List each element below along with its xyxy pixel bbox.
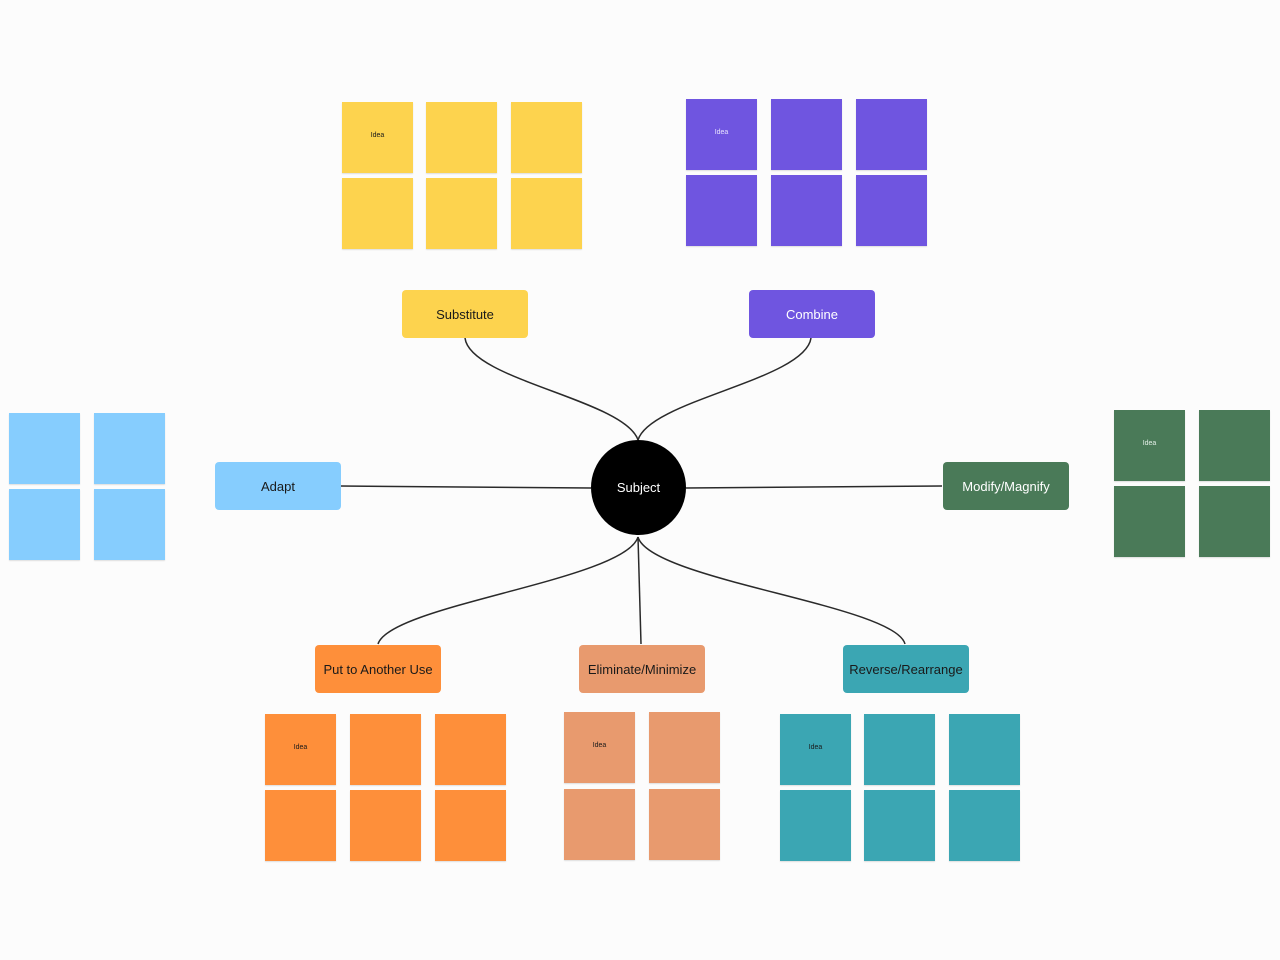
sticky-note[interactable] — [265, 790, 336, 861]
sticky-note[interactable] — [94, 489, 165, 560]
sticky-note[interactable] — [9, 413, 80, 484]
sticky-note-text: Idea — [1142, 440, 1157, 447]
sticky-note[interactable] — [856, 175, 927, 246]
branch-node-modify[interactable]: Modify/Magnify — [943, 462, 1069, 510]
sticky-note[interactable] — [350, 790, 421, 861]
sticky-note[interactable] — [435, 714, 506, 785]
sticky-note[interactable]: Idea — [686, 99, 757, 170]
sticky-note[interactable] — [426, 102, 497, 173]
branch-node-eliminate[interactable]: Eliminate/Minimize — [579, 645, 705, 693]
connector-eliminate — [637, 536, 642, 645]
sticky-note[interactable] — [511, 102, 582, 173]
connector-modify — [685, 485, 943, 489]
sticky-note[interactable]: Idea — [265, 714, 336, 785]
branch-label-put-to-another-use: Put to Another Use — [323, 661, 433, 677]
sticky-note[interactable] — [949, 714, 1020, 785]
sticky-note-text: Idea — [592, 742, 607, 749]
sticky-note[interactable] — [1114, 486, 1185, 557]
sticky-note[interactable] — [435, 790, 506, 861]
sticky-note-text: Idea — [808, 744, 823, 751]
branch-node-reverse[interactable]: Reverse/Rearrange — [843, 645, 969, 693]
sticky-note[interactable] — [350, 714, 421, 785]
sticky-note[interactable] — [564, 789, 635, 860]
sticky-note[interactable] — [511, 178, 582, 249]
sticky-note-text: Idea — [370, 132, 385, 139]
branch-node-put-to-another-use[interactable]: Put to Another Use — [315, 645, 441, 693]
sticky-note[interactable] — [1199, 410, 1270, 481]
branch-label-combine: Combine — [785, 306, 839, 322]
sticky-note-text: Idea — [714, 129, 729, 136]
sticky-note[interactable] — [949, 790, 1020, 861]
sticky-note[interactable]: Idea — [342, 102, 413, 173]
connector-adapt — [339, 485, 592, 489]
sticky-note[interactable] — [771, 175, 842, 246]
subject-node[interactable]: Subject — [591, 440, 686, 535]
sticky-note[interactable] — [94, 413, 165, 484]
sticky-note[interactable]: Idea — [780, 714, 851, 785]
sticky-note[interactable] — [780, 790, 851, 861]
branch-node-combine[interactable]: Combine — [749, 290, 875, 338]
sticky-note[interactable]: Idea — [564, 712, 635, 783]
connector-reverse — [637, 536, 906, 645]
subject-label: Subject — [616, 480, 661, 495]
sticky-note[interactable] — [9, 489, 80, 560]
sticky-note[interactable] — [1199, 486, 1270, 557]
sticky-note[interactable] — [686, 175, 757, 246]
sticky-note[interactable] — [342, 178, 413, 249]
sticky-note[interactable] — [649, 712, 720, 783]
sticky-note[interactable] — [771, 99, 842, 170]
branch-label-reverse: Reverse/Rearrange — [849, 661, 963, 677]
sticky-note[interactable] — [864, 714, 935, 785]
sticky-note[interactable] — [856, 99, 927, 170]
sticky-note[interactable] — [426, 178, 497, 249]
sticky-note[interactable]: Idea — [1114, 410, 1185, 481]
connector-substitute — [464, 337, 639, 441]
branch-label-eliminate: Eliminate/Minimize — [587, 661, 697, 677]
branch-label-modify: Modify/Magnify — [962, 478, 1050, 494]
branch-node-substitute[interactable]: Substitute — [402, 290, 528, 338]
connector-put-to-another-use — [377, 536, 639, 645]
branch-label-adapt: Adapt — [261, 478, 295, 494]
branch-node-adapt[interactable]: Adapt — [215, 462, 341, 510]
connector-combine — [637, 337, 812, 441]
branch-label-substitute: Substitute — [436, 306, 494, 322]
sticky-note-text: Idea — [293, 744, 308, 751]
sticky-note[interactable] — [649, 789, 720, 860]
sticky-note[interactable] — [864, 790, 935, 861]
